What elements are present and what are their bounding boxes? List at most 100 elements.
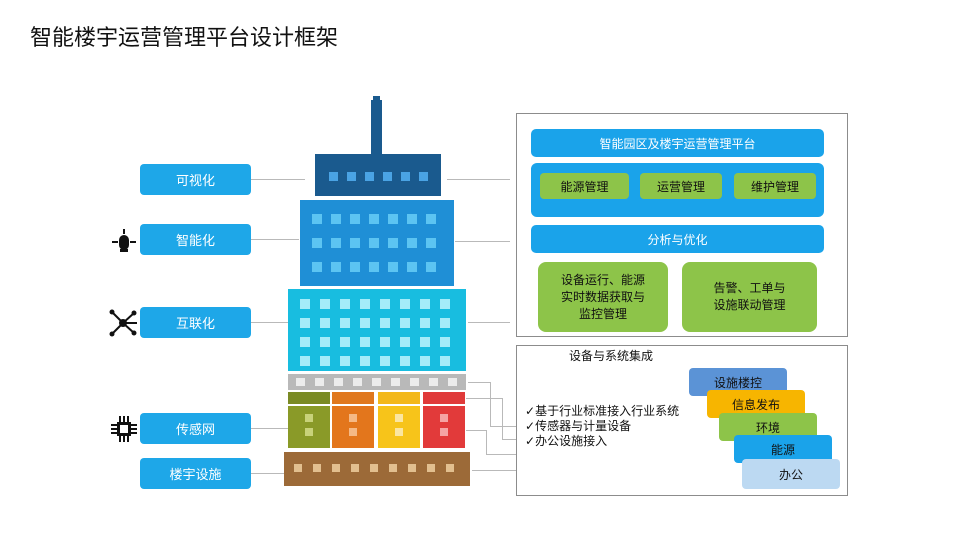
building-window	[427, 464, 435, 472]
building-window	[369, 238, 379, 248]
module-maintenance: 维护管理	[734, 173, 816, 199]
building-window	[347, 172, 356, 181]
check-icon: ✓	[525, 404, 536, 418]
connector-line	[502, 398, 503, 439]
building-window	[331, 214, 341, 224]
building-window	[372, 378, 381, 386]
building-window	[446, 464, 454, 472]
building-window	[360, 356, 370, 366]
connector-line	[486, 430, 487, 454]
label-sensor-network: 传感网	[140, 413, 251, 444]
analysis-bar: 分析与优化	[531, 225, 824, 253]
connector-line	[486, 454, 516, 455]
label-interconnect: 互联化	[140, 307, 251, 338]
building-window	[380, 356, 390, 366]
building-window	[410, 378, 419, 386]
building-window	[369, 262, 379, 272]
building-window	[329, 172, 338, 181]
building-window	[300, 299, 310, 309]
connector-line	[468, 322, 510, 323]
list-item-text: 传感器与计量设备	[535, 419, 632, 433]
building-window	[426, 238, 436, 248]
list-item-text: 办公设施接入	[535, 434, 608, 448]
building-window	[400, 318, 410, 328]
building-window	[401, 172, 410, 181]
building-window	[388, 238, 398, 248]
connector-line	[447, 179, 510, 180]
integration-title: 设备与系统集成	[568, 349, 653, 363]
building-window	[320, 299, 330, 309]
building-window	[408, 464, 416, 472]
building-window	[320, 356, 330, 366]
building-window	[340, 318, 350, 328]
building-window	[351, 464, 359, 472]
building-window	[395, 414, 403, 422]
integration-list: ✓基于行业标准接入行业系统 ✓传感器与计量设备 ✓办公设施接入	[525, 404, 679, 449]
list-item: ✓基于行业标准接入行业系统	[525, 404, 679, 419]
connector-line	[251, 179, 305, 180]
building-window	[296, 378, 305, 386]
building-window	[400, 299, 410, 309]
check-icon: ✓	[525, 434, 536, 448]
connector-line	[472, 470, 516, 471]
building-window	[320, 318, 330, 328]
building-window	[369, 214, 379, 224]
list-item-text: 基于行业标准接入行业系统	[535, 404, 680, 418]
building-window	[312, 214, 322, 224]
building-window	[419, 172, 428, 181]
building-window	[448, 378, 457, 386]
building-window	[349, 414, 357, 422]
building-window	[429, 378, 438, 386]
building-window	[440, 318, 450, 328]
building-window	[440, 414, 448, 422]
check-icon: ✓	[525, 419, 536, 433]
building-window	[305, 428, 313, 436]
building-window	[420, 356, 430, 366]
building-window	[400, 337, 410, 347]
building-window	[340, 356, 350, 366]
building-window	[391, 378, 400, 386]
module-energy: 能源管理	[540, 173, 629, 199]
building-window	[300, 318, 310, 328]
building-window	[365, 172, 374, 181]
realtime-monitoring-box: 设备运行、能源 实时数据获取与 监控管理	[538, 262, 668, 332]
building-window	[312, 238, 322, 248]
building-window	[331, 238, 341, 248]
building-window	[383, 172, 392, 181]
building-window	[420, 337, 430, 347]
building-window	[349, 428, 357, 436]
connector-line	[502, 439, 516, 440]
building-window	[300, 337, 310, 347]
building-window	[305, 414, 313, 422]
building-window	[440, 428, 448, 436]
building-window	[300, 356, 310, 366]
label-building-facilities: 楼宇设施	[140, 458, 251, 489]
building-window	[380, 337, 390, 347]
platform-header: 智能园区及楼宇运营管理平台	[531, 129, 824, 157]
building-window	[294, 464, 302, 472]
connector-line	[490, 426, 516, 427]
building-window	[370, 464, 378, 472]
chip-icon	[110, 415, 138, 443]
connector-line	[251, 239, 299, 240]
network-node-icon	[108, 308, 138, 338]
building-window	[440, 299, 450, 309]
building-window	[426, 262, 436, 272]
building-window	[340, 337, 350, 347]
building-window	[313, 464, 321, 472]
list-item: ✓办公设施接入	[525, 434, 679, 449]
connector-line	[466, 398, 502, 399]
building-window	[315, 378, 324, 386]
building-window	[407, 262, 417, 272]
alarm-workorder-box: 告警、工单与 设施联动管理	[682, 262, 817, 332]
building-window	[360, 318, 370, 328]
building-window	[350, 214, 360, 224]
building-window	[388, 214, 398, 224]
building-window	[440, 356, 450, 366]
module-operations: 运营管理	[640, 173, 722, 199]
building-window	[332, 464, 340, 472]
tile-energy: 能源	[734, 435, 832, 463]
building-window	[340, 299, 350, 309]
building-window	[353, 378, 362, 386]
tile-office: 办公	[742, 459, 840, 489]
